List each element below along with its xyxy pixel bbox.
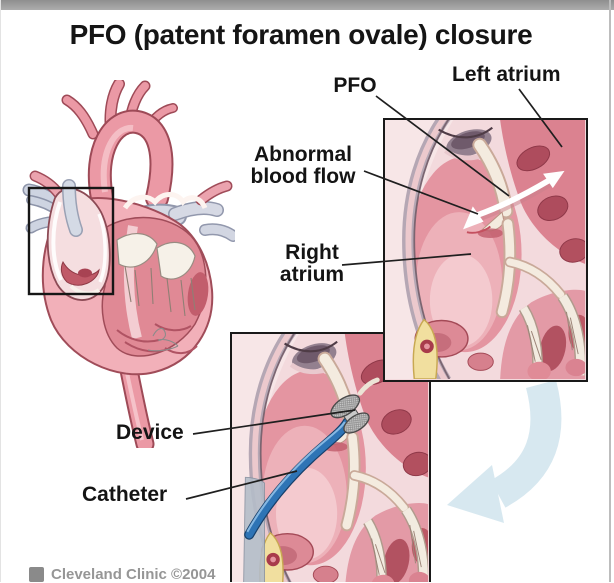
abnormal-blood-flow-label: Abnormal blood flow xyxy=(250,143,356,189)
panel-abnormal-flow xyxy=(383,118,588,382)
inset-outline xyxy=(27,186,115,296)
heart-overview-figure xyxy=(22,80,235,448)
cleveland-clinic-logo xyxy=(29,567,44,582)
credit-line: Cleveland Clinic ©2004 xyxy=(29,566,215,583)
catheter-label: Catheter xyxy=(82,483,168,506)
artist-signature xyxy=(147,327,179,352)
right-atrium-label: Right atrium xyxy=(279,241,345,287)
left-atrium-label: Left atrium xyxy=(452,63,561,86)
device-label: Device xyxy=(116,421,184,444)
pfo-label: PFO xyxy=(333,74,377,97)
left-border xyxy=(0,0,1,582)
top-border xyxy=(0,0,614,10)
credit-text: Cleveland Clinic ©2004 xyxy=(51,566,216,583)
right-border xyxy=(609,0,611,582)
abnormal-flow-scene xyxy=(385,120,585,379)
step-arrow xyxy=(447,380,562,523)
page-title: PFO (patent foramen ovale) closure xyxy=(69,19,533,50)
white-flow-arrow xyxy=(463,170,565,234)
